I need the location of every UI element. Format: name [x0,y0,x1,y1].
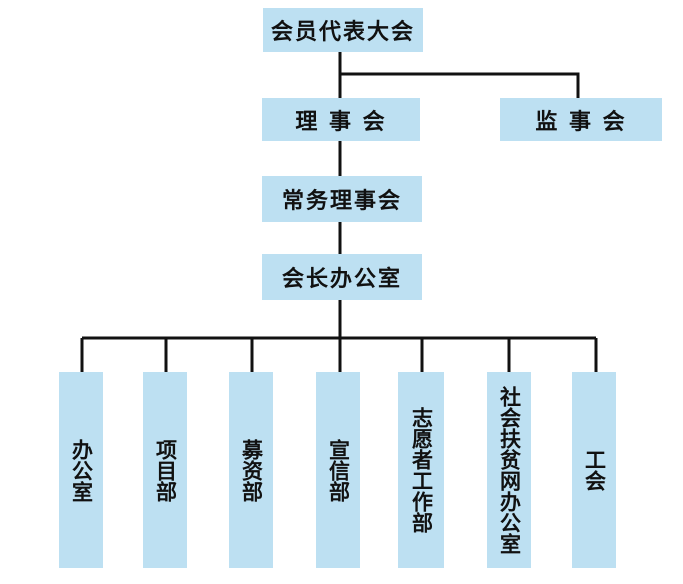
department-labor-union: 工会 [572,372,616,568]
department-fundraising: 募资部 [229,372,273,568]
node-supervisory-board: 监 事 会 [500,98,662,141]
department-publicity: 宣信部 [316,372,360,568]
node-members-congress-label: 会员代表大会 [270,20,415,45]
department-label: 项目部 [153,438,178,502]
node-president-office-label: 会长办公室 [281,267,402,292]
department-label: 募资部 [239,438,264,502]
node-members-congress: 会员代表大会 [263,8,423,52]
department-volunteers: 志愿者工作部 [398,372,444,568]
department-office: 办公室 [59,372,103,568]
node-board-label: 理 事 会 [295,109,387,135]
node-standing-board: 常务理事会 [262,176,422,222]
department-label: 办公室 [69,438,94,502]
department-label: 社会扶贫网办公室 [497,386,522,554]
line-to-supervisory [340,72,580,98]
department-label: 宣信部 [326,438,351,502]
node-supervisory-board-label: 监 事 会 [535,109,627,135]
node-standing-board-label: 常务理事会 [281,189,402,214]
department-projects: 项目部 [143,372,187,568]
department-poverty-network-office: 社会扶贫网办公室 [487,372,531,568]
node-board: 理 事 会 [262,98,420,141]
node-president-office: 会长办公室 [262,254,422,300]
department-label: 志愿者工作部 [409,407,434,533]
department-label: 工会 [582,449,607,491]
